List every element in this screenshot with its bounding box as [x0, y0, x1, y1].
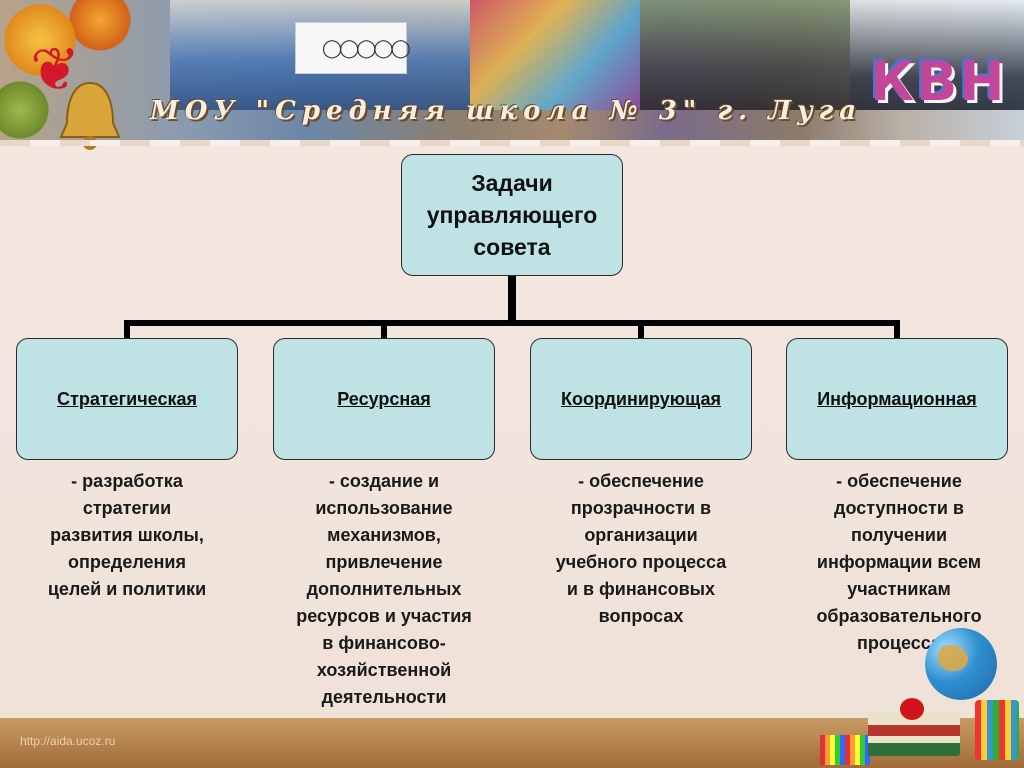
- description-resource: - создание и использование механизмов, п…: [296, 471, 472, 707]
- description-strategic: - разработка стратегии развития школы, о…: [47, 471, 207, 599]
- class-photo: [640, 0, 850, 110]
- header-divider: [0, 140, 1024, 146]
- branch-connector-1: [124, 320, 130, 338]
- olympic-flag: [295, 22, 407, 74]
- description-informational: - обеспечение доступности в получении ин…: [816, 471, 982, 653]
- apple-icon: [900, 698, 924, 720]
- kvn-logo: КВН: [870, 50, 1007, 113]
- pencil-cup-icon: [975, 700, 1019, 760]
- description-coordinating: - обеспечение прозрачности в организации…: [555, 471, 727, 626]
- header-banner: ◯◯◯◯◯ КВН МОУ "Средняя школа № 3" г. Луг…: [0, 0, 1024, 140]
- school-bell-icon: [59, 81, 121, 150]
- red-bow-icon: ❦: [30, 36, 81, 103]
- root-connector: [508, 276, 516, 324]
- branch-connector-3: [638, 320, 644, 338]
- horizontal-connector: [124, 320, 900, 326]
- branch-connector-4: [894, 320, 900, 338]
- crayons-icon: [820, 735, 870, 765]
- root-node: Задачи управляющего совета: [401, 154, 623, 276]
- node-informational: Информационная: [786, 338, 1008, 460]
- node-resource: Ресурсная: [273, 338, 495, 460]
- node-strategic: Стратегическая: [16, 338, 238, 460]
- node-coordinating: Координирующая: [530, 338, 752, 460]
- globe-continent: [938, 645, 968, 671]
- school-title: МОУ "Средняя школа № 3" г. Луга: [150, 96, 863, 126]
- site-url: http://aida.ucoz.ru: [20, 734, 116, 748]
- branch-connector-2: [381, 320, 387, 338]
- olympic-rings-icon: ◯◯◯◯◯: [322, 38, 411, 58]
- performance-photo: [470, 0, 640, 110]
- kvn-team-photo: [850, 0, 1024, 110]
